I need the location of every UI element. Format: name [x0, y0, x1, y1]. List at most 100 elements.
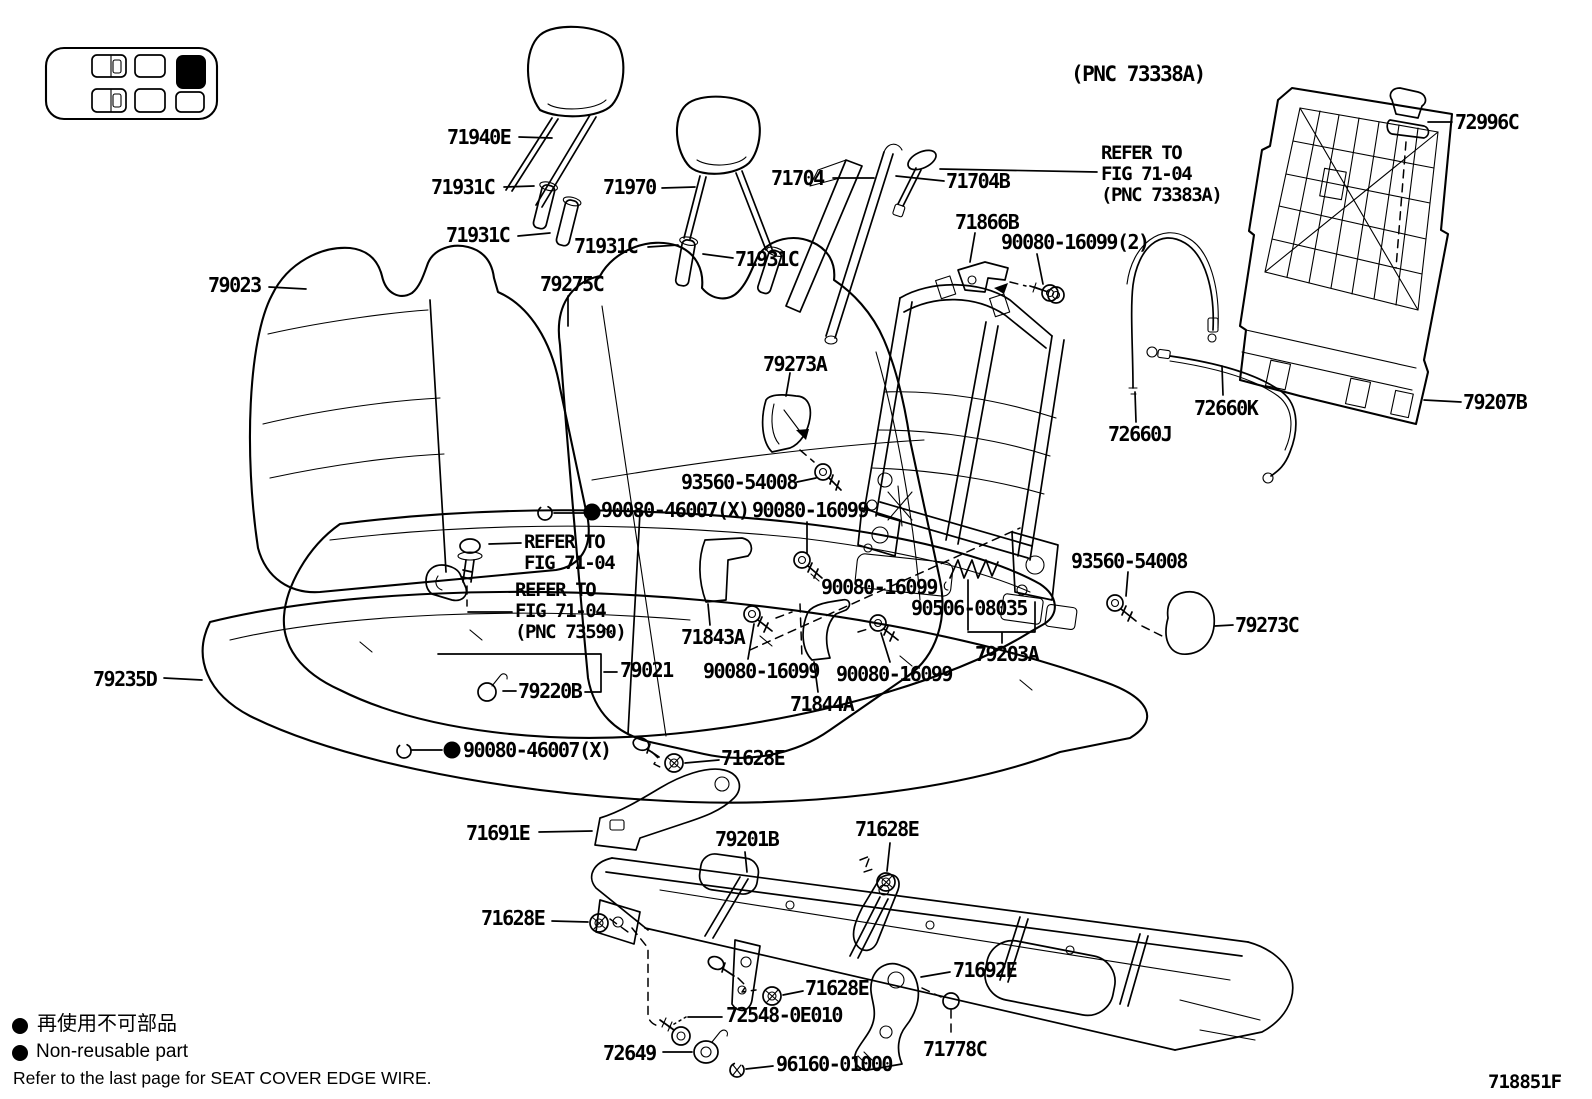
screw-90080-center-drawing: [793, 551, 823, 582]
refer-bolt-drawing: [425, 538, 483, 607]
refer-note-3: REFER TO FIG 71-04 (PNC 73590): [515, 579, 627, 643]
non-reusable-dot: [583, 503, 601, 521]
headrest-support-bushings-2: [674, 236, 785, 295]
legend-non-reusable-dot-jp: [12, 1018, 28, 1034]
part-label-90506-08035: 90506-08035: [911, 596, 1028, 620]
strap-71704B-drawing: [824, 143, 903, 345]
release-cable-72660J-drawing: [1126, 232, 1219, 395]
nut-71628E-1: [632, 736, 684, 773]
leader-lines: [163, 121, 1462, 1070]
part-label-90080-16099-2-: 90080-16099(2): [1001, 230, 1150, 254]
part-label-79273C: 79273C: [1235, 613, 1300, 637]
knob-79273C-drawing: [1106, 590, 1216, 655]
part-label-79021: 79021: [620, 658, 674, 682]
cushion-cover-79021-drawing: [282, 509, 1078, 739]
part-label-72649: 72649: [603, 1041, 657, 1065]
nut-71628E-3: [589, 913, 629, 933]
label-bracket-79021: [437, 653, 618, 693]
bracket-71692E-drawing: [853, 962, 960, 1071]
part-label-72660J: 72660J: [1108, 422, 1173, 446]
part-label-71628E: 71628E: [855, 817, 920, 841]
part-label-71844A: 71844A: [790, 692, 855, 716]
part-label-71628E: 71628E: [805, 976, 870, 1000]
cable-end-drawing: [892, 149, 937, 218]
hog-ring-row-1: [537, 503, 601, 521]
clip-72996C-drawing: [1386, 87, 1430, 269]
part-label-71931C: 71931C: [431, 175, 496, 199]
ering-96160-drawing: [729, 1062, 745, 1078]
part-label-79201B: 79201B: [715, 827, 780, 851]
part-label-72996C: 72996C: [1455, 110, 1520, 134]
part-label-71866B: 71866B: [955, 210, 1020, 234]
back-board-79207B-drawing: [1238, 86, 1454, 426]
bracket-79273A-drawing: [761, 393, 842, 491]
headrest-support-bushings-1: [532, 181, 582, 247]
headrest-assembly-2-drawing: [675, 95, 773, 251]
part-label-71704B: 71704B: [946, 169, 1011, 193]
part-label-71931C: 71931C: [446, 223, 511, 247]
hinge-cover-71843A-drawing: [699, 537, 793, 633]
washer-71778C-drawing: [942, 992, 960, 1010]
part-label-90080-16099: 90080-16099: [752, 498, 869, 522]
cushion-frame-79201B-drawing: [590, 853, 1294, 1051]
part-label-71970: 71970: [603, 175, 657, 199]
part-label-71931C: 71931C: [735, 247, 800, 271]
part-label-71778C: 71778C: [923, 1037, 988, 1061]
part-label-71628E: 71628E: [481, 906, 546, 930]
grommet-72649-drawing: [693, 1029, 728, 1064]
part-label-79220B: 79220B: [518, 679, 583, 703]
part-label-93560-54008: 93560-54008: [681, 470, 798, 494]
guide-71866B-drawing: [957, 261, 1059, 302]
label-bracket-79203A: [967, 579, 1036, 644]
part-label-90080-16099: 90080-16099: [703, 659, 820, 683]
refer-note-2: REFER TO FIG 71-04: [524, 531, 616, 574]
part-label-79023: 79023: [208, 273, 262, 297]
headrest-assembly-drawing: [505, 25, 625, 208]
nut-71628E-2: [859, 855, 896, 892]
spring-90506-drawing: [943, 559, 999, 591]
part-label-71940E: 71940E: [447, 125, 512, 149]
legend-footer-note: Refer to the last page for SEAT COVER ED…: [13, 1068, 432, 1088]
cushion-pad-79235D-drawing: [201, 590, 1149, 804]
pin-79220B-drawing: [477, 673, 508, 702]
refer-note-1: REFER TO FIG 71-04 (PNC 73383A): [1101, 142, 1223, 206]
part-label-90080-46007-X-: 90080-46007(X): [463, 738, 612, 762]
part-label-90080-16099: 90080-16099: [821, 575, 938, 599]
pnc-header-note: (PNC 73338A): [1071, 62, 1206, 86]
legend-non-reusable-dot-en: [12, 1045, 28, 1061]
part-label-93560-54008: 93560-54008: [1071, 549, 1188, 573]
part-label-72660K: 72660K: [1194, 396, 1259, 420]
part-label-71628E: 71628E: [721, 746, 786, 770]
nut-71628E-4: [707, 955, 782, 1006]
part-label-79273A: 79273A: [763, 352, 828, 376]
figure-code: 718851F: [1488, 1071, 1562, 1093]
part-label-71692E: 71692E: [953, 958, 1018, 982]
part-label-79207B: 79207B: [1463, 390, 1528, 414]
part-label-72548-0E010: 72548-0E010: [726, 1003, 843, 1027]
part-label-71704: 71704: [771, 166, 825, 190]
bolt-72548-drawing: [631, 927, 691, 1046]
part-label-96160-01000: 96160-01000: [776, 1052, 893, 1076]
vehicle-seat-map-icon: [44, 46, 219, 121]
seatback-frame-drawing: [857, 275, 1065, 601]
legend-non-reusable-en: Non-reusable part: [36, 1041, 189, 1062]
part-label-79203A: 79203A: [975, 642, 1040, 666]
non-reusable-dot: [443, 741, 461, 759]
seatback-cover-79023-drawing: [248, 244, 590, 594]
hog-ring-row-2: [396, 741, 461, 759]
hinge-cover-71844A-drawing: [799, 598, 899, 661]
part-label-90080-46007-X-: 90080-46007(X): [601, 498, 750, 522]
board-lattice-texture: [1264, 107, 1439, 311]
legend-non-reusable-jp: 再使用不可部品: [37, 1011, 177, 1035]
assembly-alignment-dashed-line: [749, 527, 1021, 651]
bracket-71691E-drawing: [594, 768, 741, 851]
strap-71704-drawing: [785, 159, 863, 313]
part-label-79235D: 79235D: [93, 667, 158, 691]
part-label-79275C: 79275C: [540, 272, 605, 296]
part-label-71843A: 71843A: [681, 625, 746, 649]
part-label-90080-16099: 90080-16099: [836, 662, 953, 686]
part-label-71691E: 71691E: [466, 821, 531, 845]
part-label-71931C: 71931C: [574, 234, 639, 258]
